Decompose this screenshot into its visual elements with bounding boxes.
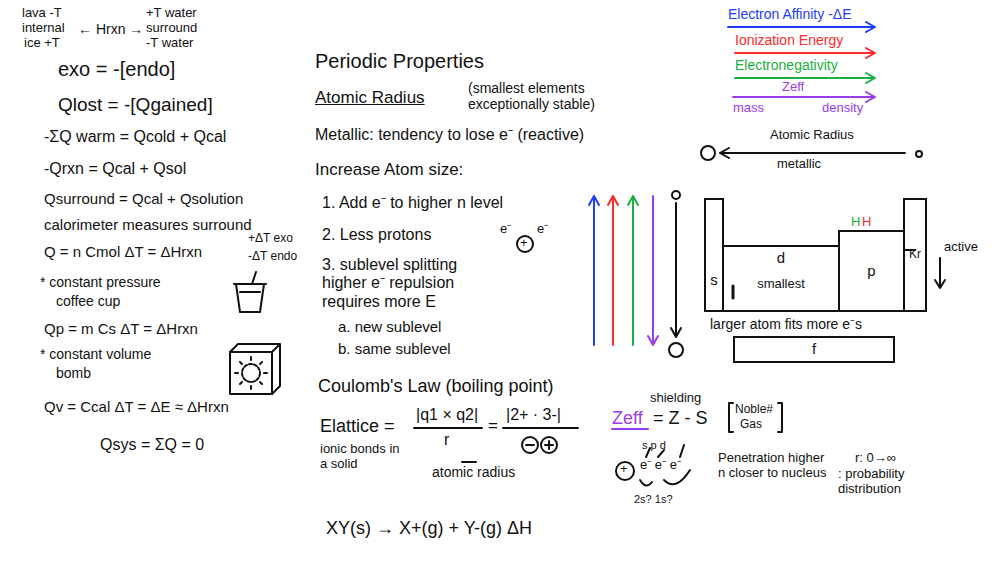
note-text: ionic bonds in a solid	[320, 442, 408, 472]
note-text: * constant volume	[40, 346, 151, 362]
orbital-label: s p d	[642, 439, 666, 452]
bomb-core	[242, 364, 260, 382]
list-item: 2. Less protons	[322, 226, 431, 244]
note-text: r: 0→∞	[855, 451, 896, 466]
smallest-mark	[732, 286, 735, 298]
coffee-cup	[236, 284, 264, 312]
anion-circle	[522, 437, 538, 453]
list-item: 1. Add e⁻ to higher n level	[322, 194, 503, 212]
equation-text: -Qrxn = Qcal + Qsol	[44, 160, 186, 178]
bomb-spark	[235, 357, 267, 389]
note-text: (smallest elements exceptionally stable)	[468, 80, 618, 112]
note-text: -ΔT endo	[248, 250, 297, 264]
s-block: s	[704, 198, 724, 312]
block-note: smallest	[757, 277, 805, 291]
equation-text: |q1 × q2|	[416, 406, 478, 424]
trend-label: Ionization Energy	[735, 32, 843, 48]
equation-text: Qsurround = Qcal + Qsolution	[44, 190, 243, 207]
note-text: calorimeter measures surround	[44, 216, 252, 233]
note-text: shielding	[650, 391, 701, 406]
nucleus	[616, 462, 634, 480]
note-text: Metallic: tendency to lose e⁻ (reactive)	[315, 126, 584, 144]
orbital-label: 2s? 1s?	[634, 493, 673, 506]
note-text: lava -T	[22, 6, 62, 21]
trend-label: Electronegativity	[735, 57, 838, 73]
equation-text: Qlost = -[Qgained]	[58, 94, 213, 116]
block-letter: p	[867, 263, 875, 280]
trend-label: density	[822, 101, 863, 116]
p-block: p	[838, 230, 905, 312]
note-text: Gas	[740, 418, 762, 432]
note-text: larger atom fits more e⁻s	[710, 316, 862, 332]
charge-label: +	[520, 236, 528, 251]
equation-text: Qv = Ccal ΔT = ΔE ≈ ΔHrxn	[44, 398, 229, 415]
equation-text: Elattice =	[320, 416, 395, 437]
equation-text: = Z - S	[653, 408, 708, 429]
enthalpy-label: ← Hrxn →	[78, 21, 143, 37]
electron-label: e⁻ e⁻ e⁻	[640, 458, 681, 473]
heading-text: Periodic Properties	[315, 50, 484, 73]
equation-text: Qp = m Cs ΔT = ΔHrxn	[44, 320, 198, 337]
charge-label: +	[620, 462, 628, 477]
bomb-depth	[230, 344, 280, 394]
trend-label: mass	[733, 101, 764, 116]
equation-text: |2+ · 3-|	[506, 406, 561, 424]
vertical-trends	[589, 191, 683, 357]
block-letter: d	[777, 250, 785, 267]
underline	[462, 461, 476, 463]
note-text: Noble#	[735, 403, 773, 417]
note-text: * constant pressure	[40, 274, 161, 290]
equation-text: Q = n Cmol ΔT = ΔHrxn	[44, 243, 202, 260]
equation-text: -ΣQ warm = Qcold + Qcal	[44, 128, 226, 146]
trend-label: Zeff	[782, 80, 804, 95]
note-text: atomic radius	[432, 464, 515, 480]
bomb-box	[230, 352, 272, 394]
proton-circle	[517, 236, 533, 252]
noble-column: Kr	[903, 198, 927, 312]
minus-sign	[526, 444, 534, 446]
trend-label: Atomic Radius	[770, 128, 854, 143]
electron-label: e⁻	[500, 222, 511, 237]
heading-text: Atomic Radius	[315, 88, 425, 108]
equation-text: exo = -[endo]	[58, 58, 175, 81]
note-text: +ΔT exo	[248, 232, 293, 246]
equation-text: Qsys = ΣQ = 0	[100, 436, 204, 454]
element-label: H	[851, 215, 860, 230]
bracket	[729, 403, 782, 432]
plus-sign	[545, 441, 553, 449]
equation-text: =	[488, 416, 498, 436]
f-block: f	[733, 336, 895, 363]
note-text: : probability distribution	[838, 467, 958, 497]
underline	[612, 428, 648, 430]
note-text: coffee cup	[56, 293, 120, 309]
list-item: a. new sublevel	[338, 318, 441, 335]
equation-text: r	[444, 431, 449, 449]
equation-text: Zeff	[612, 408, 643, 429]
trend-arrows	[728, 22, 875, 102]
element-label: H	[862, 215, 871, 230]
block-letter: s	[710, 272, 718, 289]
heading-text: Coulomb's Law (boiling point)	[318, 376, 554, 397]
note-text: -T water	[146, 36, 193, 51]
heading-text: Increase Atom size:	[315, 160, 463, 180]
equation-text: XY(s) → X+(g) + Y-(g) ΔH	[326, 518, 532, 539]
electron-label: e⁻	[537, 222, 548, 237]
trend-label: Electron Affinity -ΔE	[728, 6, 851, 22]
orbital-leaders	[640, 445, 690, 486]
trend-label: metallic	[777, 157, 821, 172]
note-text: active	[944, 240, 978, 255]
note-text: surround	[146, 21, 197, 36]
note-text: Penetration higher n closer to nucleus	[718, 451, 830, 481]
list-item: 3. sublevel splitting higher e⁻ repulsio…	[322, 256, 497, 311]
block-letter: f	[812, 341, 816, 358]
note-text: ice +T	[24, 36, 60, 51]
note-text: bomb	[56, 365, 91, 381]
d-block: d smallest	[722, 245, 840, 312]
list-item: b. same sublevel	[338, 340, 451, 357]
cation-circle	[541, 437, 557, 453]
cup-lid	[234, 272, 266, 292]
block-letter: Kr	[909, 248, 921, 261]
note-text: internal	[22, 21, 65, 36]
note-text: +T water	[146, 6, 197, 21]
